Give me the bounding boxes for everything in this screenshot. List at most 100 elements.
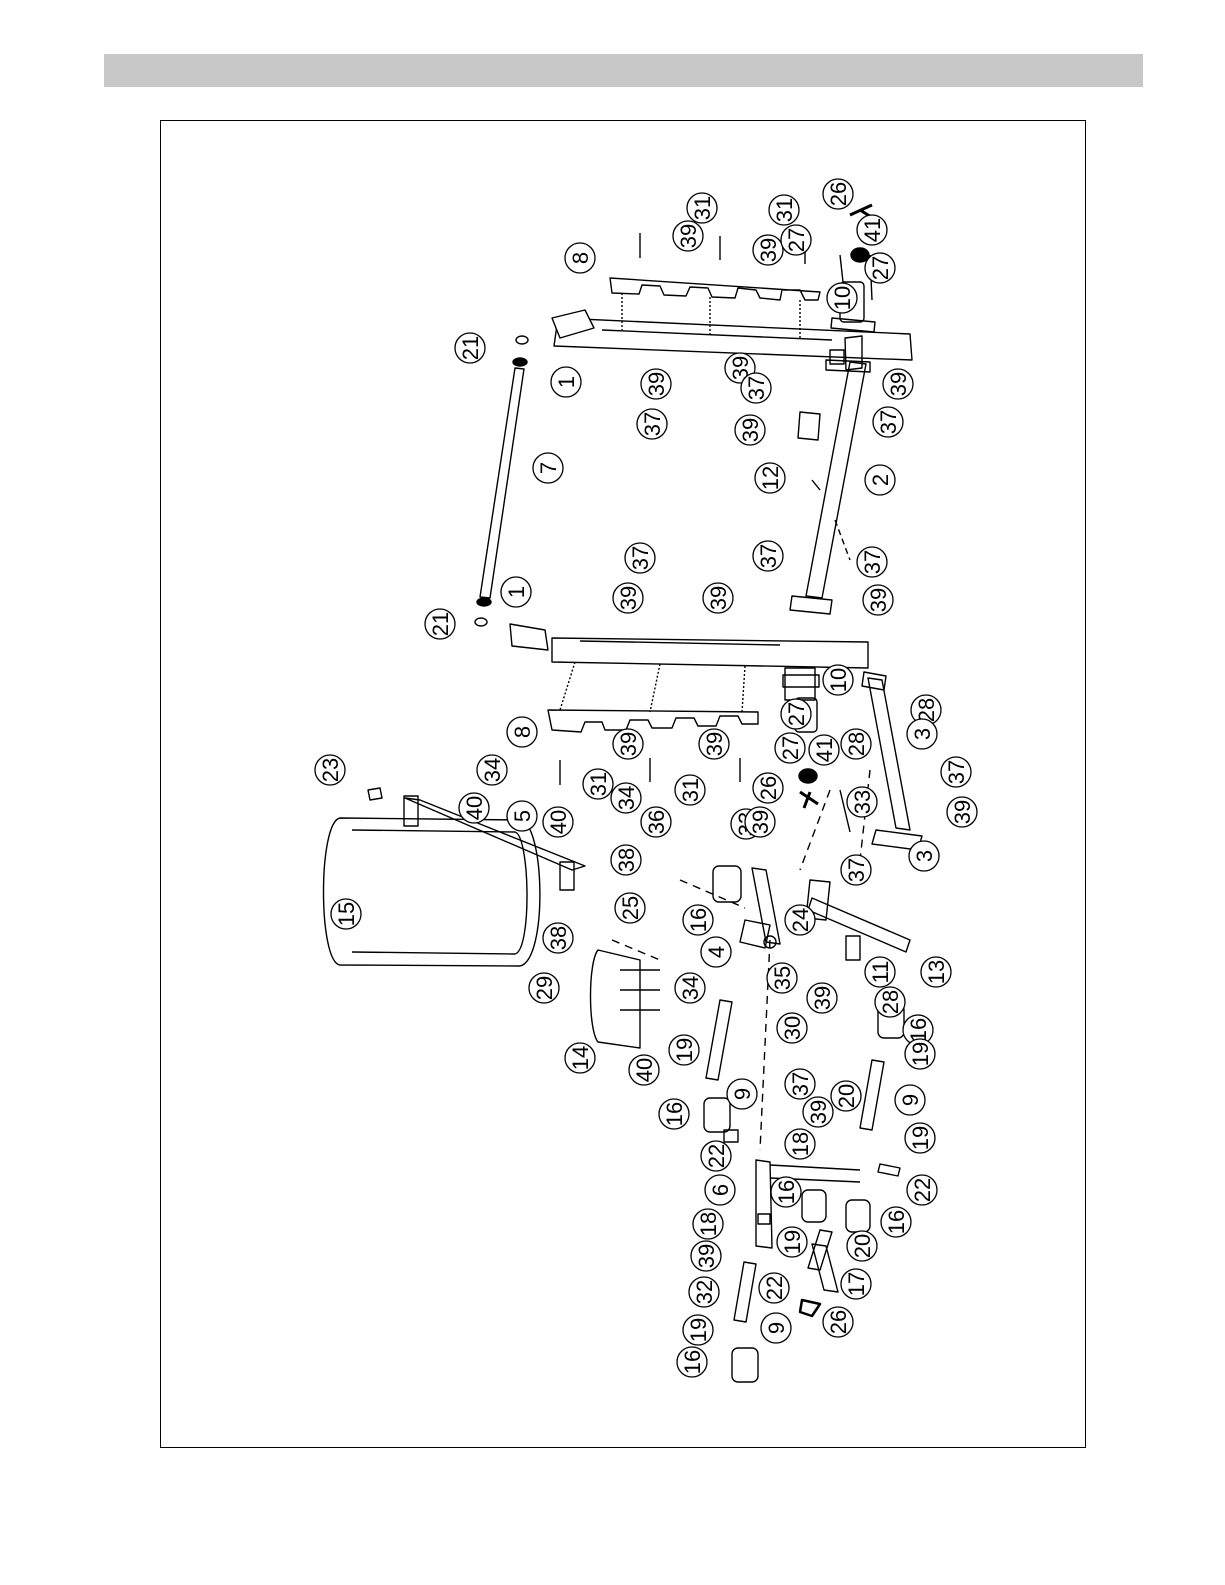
callout-number: 39 <box>806 1100 831 1124</box>
part-callout: 22 <box>907 1175 937 1205</box>
callout-number: 39 <box>644 372 669 396</box>
callout-number: 7 <box>536 462 561 474</box>
callout-number: 15 <box>334 902 359 926</box>
part-callout: 19 <box>905 1039 935 1069</box>
callout-number: 8 <box>510 726 535 738</box>
part-callout: 16 <box>881 1207 911 1237</box>
callout-number: 19 <box>686 1318 711 1342</box>
callout-number: 10 <box>826 668 851 692</box>
callout-number: 37 <box>744 376 769 400</box>
callout-number: 28 <box>914 698 939 722</box>
seat-pad <box>591 950 661 1048</box>
callout-number: 28 <box>878 990 903 1014</box>
part-callout: 37 <box>753 541 783 571</box>
callout-number: 19 <box>672 1038 697 1062</box>
callout-number: 16 <box>774 1180 799 1204</box>
part-callout: 37 <box>625 543 655 573</box>
backrest-pad <box>324 818 540 966</box>
part-callout: 37 <box>637 409 667 439</box>
callout-number: 40 <box>462 796 487 820</box>
callout-number: 21 <box>458 336 483 360</box>
part-callout: 20 <box>847 1231 877 1261</box>
callout-number: 3 <box>912 850 937 862</box>
part-callout: 41 <box>809 735 839 765</box>
part-callout: 19 <box>905 1123 935 1153</box>
part-callout: 40 <box>459 793 489 823</box>
callout-number: 39 <box>866 588 891 612</box>
callout-number: 8 <box>568 252 593 264</box>
part-callout: 31 <box>583 769 613 799</box>
callout-number: 13 <box>924 960 949 984</box>
callout-number: 41 <box>812 738 837 762</box>
part-callout: 9 <box>727 1079 757 1109</box>
callout-number: 14 <box>568 1046 593 1070</box>
callout-number: 37 <box>640 412 665 436</box>
part-callout: 39 <box>613 583 643 613</box>
callout-number: 16 <box>680 1350 705 1374</box>
part-callout: 21 <box>455 333 485 363</box>
callout-number: 33 <box>850 790 875 814</box>
part-callout: 19 <box>777 1227 807 1257</box>
part-callout: 28 <box>875 987 905 1017</box>
callout-number: 37 <box>756 544 781 568</box>
callout-number: 16 <box>884 1210 909 1234</box>
part-callout: 39 <box>613 729 643 759</box>
part-callout: 2 <box>865 465 895 495</box>
part-callout: 19 <box>683 1315 713 1345</box>
part-callout: 27 <box>781 699 811 729</box>
callout-number: 1 <box>554 376 579 388</box>
callout-number: 3 <box>910 728 935 740</box>
callout-number: 12 <box>758 466 783 490</box>
part-callout: 33 <box>847 787 877 817</box>
callout-number: 31 <box>678 778 703 802</box>
callout-number: 39 <box>738 418 763 442</box>
callout-number: 1 <box>504 586 529 598</box>
part-callout: 18 <box>693 1209 723 1239</box>
part-callout: 21 <box>425 609 455 639</box>
part-callout: 37 <box>873 407 903 437</box>
callout-number: 31 <box>690 196 715 220</box>
part-callout: 25 <box>615 893 645 923</box>
callout-number: 40 <box>632 1058 657 1082</box>
callout-number: 22 <box>762 1276 787 1300</box>
callout-number: 39 <box>616 586 641 610</box>
base-cross-member <box>840 672 922 850</box>
part-callout: 1 <box>551 367 581 397</box>
callout-number: 39 <box>616 732 641 756</box>
callout-number: 37 <box>860 550 885 574</box>
callout-number: 9 <box>730 1088 755 1100</box>
callout-number: 39 <box>886 372 911 396</box>
part-callout: 39 <box>807 983 837 1013</box>
part-callout: 19 <box>669 1035 699 1065</box>
part-callout: 31 <box>769 195 799 225</box>
part-callout: 9 <box>895 1085 925 1115</box>
front-leg-tube <box>808 898 910 960</box>
part-callout: 7 <box>533 453 563 483</box>
part-callout: 39 <box>641 369 671 399</box>
callout-number: 18 <box>788 1132 813 1156</box>
callout-number: 9 <box>764 1322 789 1334</box>
callout-number: 27 <box>784 702 809 726</box>
callout-number: 26 <box>826 182 851 206</box>
callout-number: 25 <box>618 896 643 920</box>
part-callout: 3 <box>909 841 939 871</box>
part-callout: 22 <box>701 1141 731 1171</box>
part-callout: 26 <box>823 179 853 209</box>
callout-number: 23 <box>318 758 343 782</box>
part-callout: 37 <box>841 855 871 885</box>
callout-number: 2 <box>868 474 893 486</box>
seat-bracket <box>740 868 830 948</box>
callout-number: 37 <box>876 410 901 434</box>
part-callout: 27 <box>781 225 811 255</box>
part-callout: 27 <box>865 253 895 283</box>
callout-number: 22 <box>704 1144 729 1168</box>
part-callout: 39 <box>745 807 775 837</box>
part-callout: 28 <box>841 729 871 759</box>
callout-number: 39 <box>694 1244 719 1268</box>
part-callout: 31 <box>687 193 717 223</box>
callout-number: 9 <box>898 1094 923 1106</box>
part-callout: 16 <box>771 1177 801 1207</box>
callout-number: 40 <box>546 810 571 834</box>
callout-number: 26 <box>826 1310 851 1334</box>
